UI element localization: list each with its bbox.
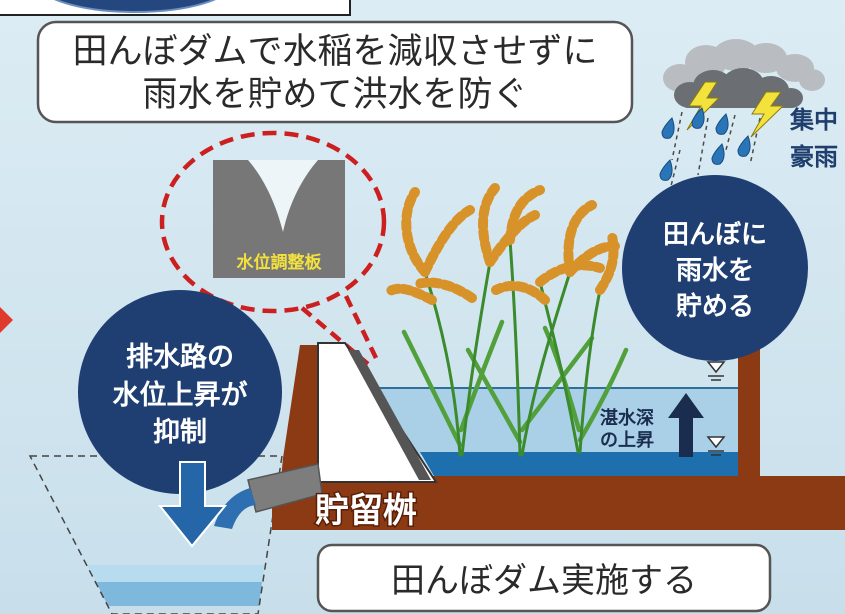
callout-pointer (300, 295, 379, 366)
rice-grain-cluster (478, 183, 500, 267)
rice-grain-cluster (505, 185, 545, 245)
rice-grain-cluster (420, 205, 475, 277)
paddy-bubble-line-2: 雨水を (676, 256, 754, 286)
channel-water-dark (96, 582, 262, 606)
paddy-bubble: 田んぼに 雨水を 貯める (622, 175, 808, 361)
rain-streak (669, 149, 681, 191)
title-box-frame (36, 20, 634, 124)
drain-bubble: 排水路の 水位上昇が 抑制 (78, 290, 282, 494)
board-notch (248, 160, 318, 232)
title-line-1: 田んぼダムで水稲を減収させずに (72, 32, 597, 72)
rice-grain-cluster (413, 277, 477, 303)
soil-left-embankment (280, 345, 320, 490)
raindrop-icon (737, 135, 751, 157)
cloud-puff (799, 69, 825, 91)
paddy-field (272, 345, 845, 530)
raindrop-icon (715, 113, 729, 135)
rice-stem (460, 260, 492, 457)
paddy-bubble-line-1: 田んぼに (663, 220, 767, 250)
rice-stem (578, 288, 602, 454)
title-line-2: 雨水を貯めて洪水を防ぐ (142, 75, 527, 115)
depth-label-line-2: の上昇 (600, 430, 654, 451)
drain-bubble-circle (78, 290, 282, 494)
left-diamond-marker (0, 307, 13, 333)
top-left-frame (0, 0, 351, 16)
title-box: 田んぼダムで水稲を減収させずに 雨水を貯めて洪水を防ぐ (36, 20, 634, 124)
rain-streak (725, 114, 736, 151)
storm-label-line-2: 豪雨 (790, 143, 838, 171)
down-arrow-icon (157, 461, 228, 548)
outlet-pipe (214, 463, 323, 529)
rice-grain-cluster (401, 187, 430, 277)
soil-right-wall (738, 345, 760, 485)
dam-board (317, 342, 438, 483)
board-label: 水位調整板 (237, 252, 323, 273)
depth-label-line-1: 湛水深 (600, 407, 654, 429)
rice-stem (423, 270, 462, 457)
rice-leaf (401, 329, 463, 448)
callout-dashed-circle (159, 130, 387, 314)
storm-label-line-1: 集中 (789, 106, 838, 134)
dam-board-stripe (348, 350, 431, 480)
drain-bubble-line-3: 抑制 (153, 417, 207, 448)
footer-box: 田んぼダム実施する (316, 543, 772, 613)
lightning-icon (750, 91, 785, 138)
channel-water-light (87, 565, 265, 582)
drain-bubble-line-1: 排水路の (126, 341, 234, 373)
rice-grain-cluster (595, 231, 619, 295)
storm-illustration: 集中 豪雨 (659, 39, 838, 191)
rain-streak (671, 111, 683, 161)
drain-bubble-line-2: 水位上昇が (113, 379, 248, 411)
raindrop-icon (711, 143, 725, 165)
board-callout: 水位調整板 (159, 130, 387, 366)
level-triangle-lower (706, 436, 726, 449)
up-arrow-icon (668, 393, 704, 457)
raindrop-icon (661, 117, 675, 139)
rain-streak (697, 117, 709, 176)
rice-grain-cluster (491, 280, 550, 305)
rice-stem (508, 238, 522, 457)
pipe-outflow (214, 488, 256, 529)
level-triangle-upper (706, 361, 726, 374)
raindrop-icon (659, 159, 673, 181)
water-level-marker-icon (706, 361, 726, 456)
rice-grain-cluster (383, 283, 437, 305)
paddy-water-dark (420, 452, 738, 476)
paddy-bubble-circle (622, 175, 808, 361)
rice-plants (383, 183, 629, 457)
paddy-bubble-line-3: 貯める (676, 291, 754, 322)
up-arrow-head (668, 393, 704, 418)
raindrop-icon (691, 107, 705, 129)
rice-stem (520, 270, 572, 457)
rice-leaf (577, 347, 629, 443)
rice-grain-cluster (535, 260, 605, 287)
down-arrow-shape (157, 461, 228, 548)
basin-label: 貯留桝 (315, 491, 417, 531)
up-arrow-shaft (679, 415, 693, 457)
frame-ellipse (54, 0, 216, 13)
footer-text: 田んぼダム実施する (391, 561, 697, 601)
footer-box-frame (316, 543, 772, 613)
